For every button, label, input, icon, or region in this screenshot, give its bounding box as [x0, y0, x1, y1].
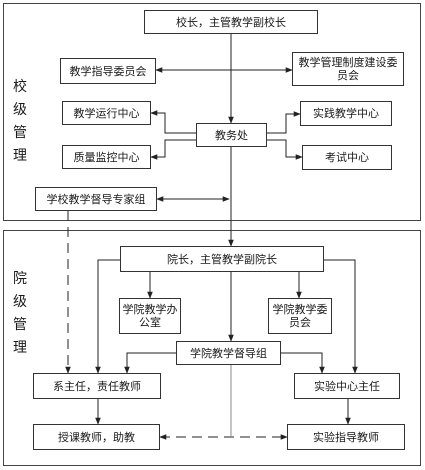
operation-center-box: 教学运行中心 — [62, 101, 151, 125]
exam-center-box: 考试中心 — [302, 145, 392, 170]
supervision-experts-box: 学校教学督导专家组 — [35, 187, 157, 211]
college-level-label: 院级管理 — [13, 271, 27, 356]
dean-box: 院长，主管教学副院长 — [120, 246, 324, 272]
practice-center-box: 实践教学中心 — [300, 101, 392, 126]
college-supervision-box: 学院教学督导组 — [176, 341, 281, 365]
college-committee-box: 学院教学委员会 — [268, 298, 332, 334]
academic-affairs-box: 教务处 — [196, 123, 267, 147]
guidance-committee-box: 教学指导委员会 — [60, 58, 156, 84]
lab-instructors-box: 实验指导教师 — [287, 424, 405, 450]
lab-director-box: 实验中心主任 — [294, 373, 400, 399]
quality-center-box: 质量监控中心 — [62, 145, 151, 169]
president-box: 校长，主管教学副校长 — [144, 10, 318, 34]
system-committee-box: 教学管理制度建设委员会 — [292, 52, 404, 86]
college-office-box: 学院教学办公室 — [119, 298, 181, 334]
lecturers-box: 授课教师，助教 — [33, 424, 160, 450]
school-level-label: 校级管理 — [13, 79, 27, 164]
department-head-box: 系主任，责任教师 — [33, 373, 161, 399]
